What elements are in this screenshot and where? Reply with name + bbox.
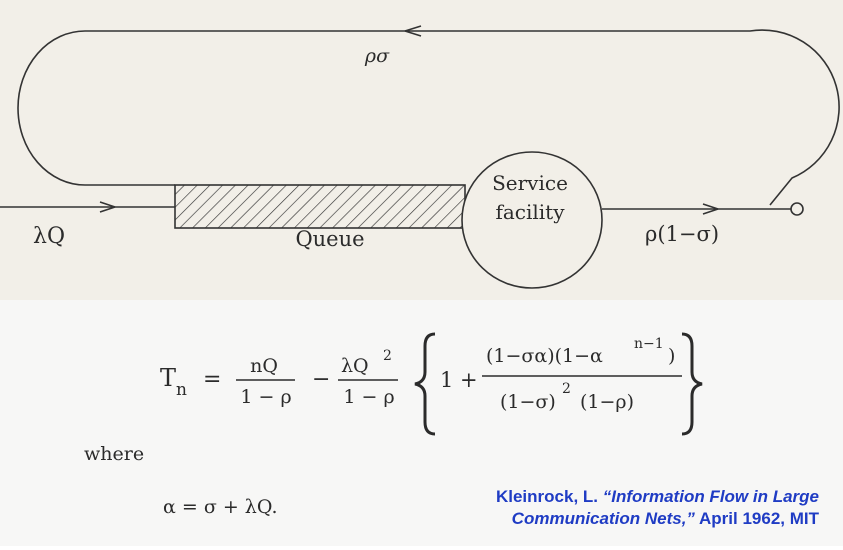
citation-line1: Kleinrock, L. “Information Flow in Large xyxy=(399,486,819,508)
big-fraction-numerator-sup: n−1 xyxy=(634,336,664,352)
output-terminal-icon xyxy=(790,202,804,216)
queueing-diagram: ρσ λQ Queue Service facility ρ(1−σ) xyxy=(0,25,840,289)
equation-svg: T n = nQ 1 − ρ − λQ 2 1 − ρ 1 + (1−σα)(1… xyxy=(84,332,703,518)
feedback-label: ρσ xyxy=(364,45,390,67)
big-fraction-denominator-b: (1−ρ) xyxy=(580,391,634,413)
citation: Kleinrock, L. “Information Flow in Large… xyxy=(399,486,819,530)
right-brace-icon xyxy=(681,332,703,436)
term2-numerator: λQ xyxy=(341,355,369,377)
service-label-line1: Service xyxy=(492,171,568,195)
service-label-line2: facility xyxy=(495,200,565,224)
feedback-loop-path xyxy=(17,29,840,206)
brace-one-plus: 1 + xyxy=(440,368,478,392)
alpha-definition: α = σ + λQ. xyxy=(163,496,278,518)
output-label: ρ(1−σ) xyxy=(645,222,719,246)
feedback-arrow-icon xyxy=(404,25,422,37)
queue-box xyxy=(174,184,466,229)
big-fraction-denominator-sup: 2 xyxy=(562,381,571,397)
diagram-panel: ρσ λQ Queue Service facility ρ(1−σ) xyxy=(0,0,843,300)
service-facility-circle xyxy=(461,151,603,289)
citation-line2: Communication Nets,” April 1962, MIT xyxy=(399,508,819,530)
term1-denominator: 1 − ρ xyxy=(240,386,291,408)
term2-numerator-sup: 2 xyxy=(383,348,392,364)
citation-title-part2: Communication Nets,” xyxy=(511,509,695,528)
eq-lhs-subscript: n xyxy=(176,380,187,400)
eq-lhs: T xyxy=(160,364,176,392)
citation-author: Kleinrock, L. xyxy=(495,487,603,506)
big-fraction-denominator-a: (1−σ) xyxy=(500,391,556,413)
citation-title-part1: “Information Flow in Large xyxy=(602,487,819,506)
term2-denominator: 1 − ρ xyxy=(343,386,394,408)
where-label: where xyxy=(84,443,144,465)
term1-numerator: nQ xyxy=(250,355,278,377)
queue-label: Queue xyxy=(295,227,364,251)
big-fraction-numerator: (1−σα)(1−α xyxy=(486,345,603,367)
input-label: λQ xyxy=(33,224,65,249)
output-arrow-icon xyxy=(702,203,719,215)
equation-panel: T n = nQ 1 − ρ − λQ 2 1 − ρ 1 + (1−σα)(1… xyxy=(0,300,843,546)
big-fraction-numerator-close: ) xyxy=(668,345,675,367)
eq-minus: − xyxy=(312,367,330,392)
input-arrow-icon xyxy=(99,201,116,213)
eq-equals: = xyxy=(203,367,221,392)
left-brace-icon xyxy=(414,332,436,436)
citation-date: April 1962, MIT xyxy=(694,509,819,528)
